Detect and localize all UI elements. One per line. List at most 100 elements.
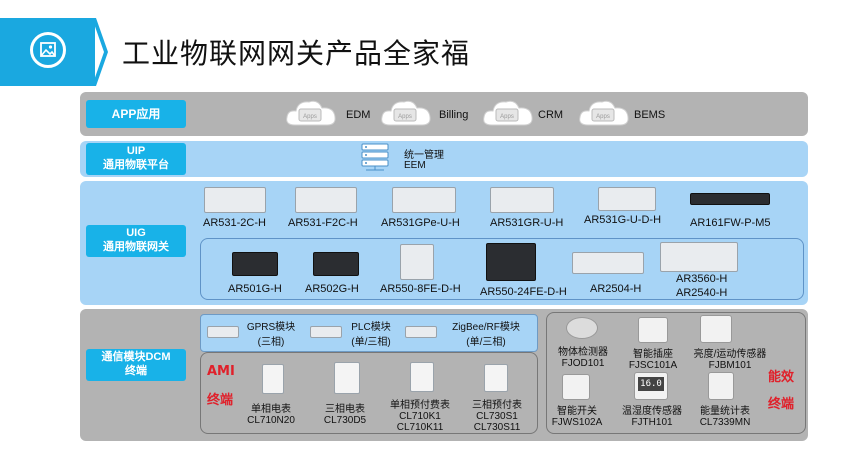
- app-item-crm: CRM: [538, 109, 564, 121]
- energy-panel: [546, 312, 806, 434]
- meter-line1: 三相预付表: [472, 400, 522, 411]
- apps-cloud-icon: Apps: [381, 100, 431, 126]
- cloud-label: Apps: [596, 114, 610, 120]
- sensor-line1: 智能插座: [633, 349, 673, 360]
- smart-switch-image: [562, 374, 590, 400]
- meter-single-phase: 单相电表 CL710N20: [238, 400, 304, 426]
- gateway-device-image: [392, 187, 456, 213]
- device-label-ar550-24fe-d-h: AR550-24FE-D-H: [480, 286, 567, 298]
- meter-single-prepaid: 单相预付费表 CL710K1 CL710K11: [382, 396, 458, 433]
- object-detector-image: [566, 317, 598, 339]
- sensor-line1: 智能开关: [557, 406, 597, 417]
- app-layer-label: APP应用: [86, 100, 186, 128]
- app-item-billing: Billing: [439, 109, 469, 121]
- meter-line1: 单相电表: [251, 404, 291, 415]
- smart-socket-image: [638, 317, 668, 343]
- motion-sensor-image: [700, 315, 732, 343]
- apps-cloud-icon: Apps: [579, 100, 629, 126]
- module-gprs-line2: (三相): [257, 337, 285, 348]
- uip-layer-label: UIP 通用物联平台: [86, 143, 186, 175]
- ami-label-line2: 终端: [207, 393, 234, 408]
- din-rail-gateway-image: [400, 244, 434, 280]
- module-board-image: [310, 326, 342, 338]
- sensor-smart-switch: 智能开关 FJWS102A: [544, 402, 610, 428]
- gateway-device-image: [598, 187, 656, 211]
- sensor-temp-humidity: 温湿度传感器 FJTH101: [614, 402, 690, 428]
- sensor-energy-meter: 能量统计表 CL7339MN: [692, 402, 758, 428]
- sensor-line1: 温湿度传感器: [622, 406, 682, 417]
- gateway-device-image: [204, 187, 266, 213]
- dcm-label-line2: 终端: [125, 365, 147, 377]
- apps-cloud-icon: Apps: [286, 100, 336, 126]
- electric-meter-image: [484, 364, 508, 392]
- meter-line2: CL730S1: [476, 411, 518, 422]
- energy-label-line1: 能效: [768, 370, 795, 385]
- module-zigbee-line1: ZigBee/RF模块: [452, 322, 520, 333]
- page-title: 工业物联网网关产品全家福: [122, 37, 471, 70]
- electric-meter-image: [410, 362, 434, 392]
- cloud-label: Apps: [398, 114, 412, 120]
- ami-label-line1: AMI: [207, 364, 235, 379]
- sensor-line2: FJBM101: [708, 360, 752, 371]
- cloud-label: Apps: [303, 114, 317, 120]
- uig-label-line2: 通用物联网关: [103, 241, 169, 253]
- sensor-motion: 亮度/运动传感器 FJBM101: [690, 345, 770, 371]
- meter-line2: CL710N20: [247, 415, 295, 426]
- meter-three-prepaid: 三相预付表 CL730S1 CL730S11: [462, 396, 532, 433]
- rack-gateway-image: [660, 242, 738, 272]
- dcm-label-line1: 通信模块DCM: [101, 351, 171, 364]
- header-chevron-icon: [92, 18, 108, 86]
- meter-line2: CL730D5: [323, 415, 367, 426]
- device-label-ar2540-h: AR2540-H: [676, 287, 728, 299]
- app-item-bems: BEMS: [634, 109, 666, 121]
- uip-label-line2: 通用物联平台: [103, 159, 169, 171]
- meter-line3: CL710K11: [396, 422, 444, 433]
- module-board-image: [405, 326, 437, 338]
- device-label-ar531gr-u-h: AR531GR-U-H: [490, 217, 564, 229]
- module-zigbee: ZigBee/RF模块 (单/三相): [438, 318, 534, 348]
- ami-panel: [200, 352, 538, 434]
- device-label-ar550-8fe-d-h: AR550-8FE-D-H: [380, 283, 461, 295]
- sensor-line1: 亮度/运动传感器: [693, 349, 767, 360]
- image-icon: [30, 32, 66, 68]
- module-zigbee-line2: (单/三相): [466, 337, 506, 348]
- energy-meter-image: [708, 372, 734, 400]
- device-label-ar531gpe-u-h: AR531GPe-U-H: [381, 217, 460, 229]
- uip-layer: [80, 141, 808, 177]
- device-label-ar531-2c-h: AR531-2C-H: [203, 217, 266, 229]
- sensor-line2: FJSC101A: [628, 360, 678, 371]
- gateway-device-image: [295, 187, 357, 213]
- device-label-ar2504-h: AR2504-H: [590, 283, 642, 295]
- app-layer-label-text: APP应用: [111, 106, 161, 121]
- meter-line3: CL730S11: [473, 422, 521, 433]
- uig-label-line1: UIG: [126, 227, 146, 240]
- router-with-antennas-image: [313, 252, 359, 276]
- gateway-device-image: [690, 193, 770, 205]
- rack-gateway-image: [572, 252, 644, 274]
- sensor-line1: 能量统计表: [700, 406, 750, 417]
- apps-cloud-icon: Apps: [483, 100, 533, 126]
- sensor-line2: FJOD101: [561, 358, 605, 369]
- module-plc-line2: (单/三相): [351, 337, 391, 348]
- thermo-hygrometer-image: 16.0: [634, 372, 668, 400]
- router-with-antennas-image: [232, 252, 278, 276]
- sensor-line1: 物体检测器: [558, 347, 608, 358]
- uig-sub-panel: [200, 238, 804, 300]
- device-label-ar531g-u-d-h: AR531G-U-D-H: [584, 214, 662, 226]
- uip-item-eem: EEM: [404, 160, 426, 171]
- sensor-object-detector: 物体检测器 FJOD101: [548, 343, 618, 369]
- switch-box-image: [486, 243, 536, 281]
- module-board-image: [207, 326, 239, 338]
- uig-layer-label: UIG 通用物联网关: [86, 225, 186, 257]
- sensor-line2: CL7339MN: [699, 417, 751, 428]
- device-label-ar501g-h: AR501G-H: [228, 283, 282, 295]
- thermo-display: 16.0: [638, 377, 664, 391]
- header: 工业物联网网关产品全家福: [0, 18, 860, 86]
- gateway-device-image: [490, 187, 554, 213]
- module-gprs-line1: GPRS模块: [246, 322, 296, 333]
- cloud-label: Apps: [500, 114, 514, 120]
- device-label-ar531-f2c-h: AR531-F2C-H: [288, 217, 358, 229]
- module-plc-line1: PLC模块: [351, 322, 391, 333]
- module-plc: PLC模块 (单/三相): [340, 318, 402, 348]
- comm-module-panel: [200, 314, 538, 352]
